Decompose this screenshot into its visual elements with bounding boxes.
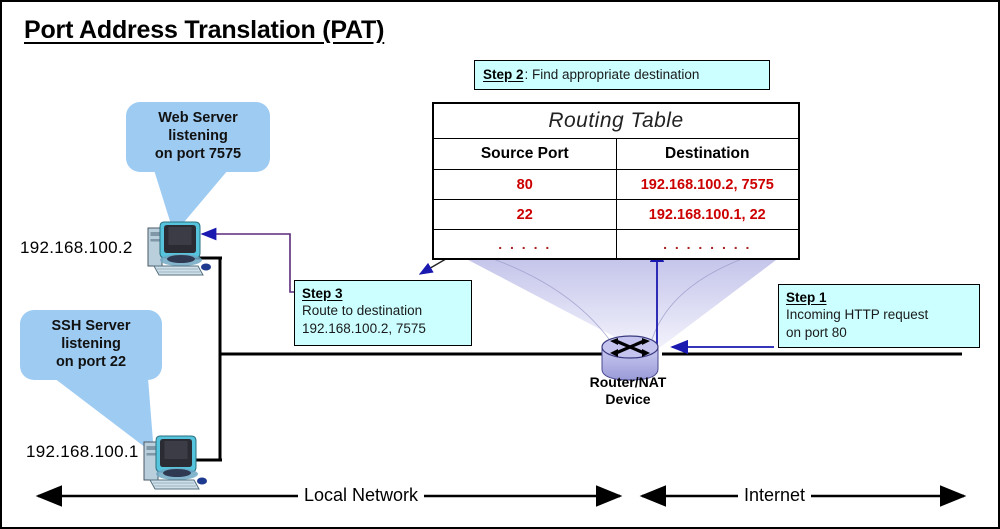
step-2-text: : Find appropriate destination: [524, 67, 700, 82]
table-row: 80 192.168.100.2, 7575: [433, 169, 799, 200]
router-label-line-1: Router/NAT: [589, 374, 667, 390]
bubble-web-line-3: on port 7575: [154, 145, 242, 162]
step-2-callout[interactable]: Step 2: Find appropriate destination: [474, 60, 770, 90]
table-row: . . . . . . . . . . . . .: [433, 229, 799, 259]
bubble-web-line-1: Web Server: [158, 110, 238, 127]
column-header-destination: Destination: [615, 138, 799, 170]
zone-label-local-network: Local Network: [298, 485, 425, 506]
routing-table: Routing Table Source Port Destination 80…: [432, 102, 800, 260]
table-header-row: Source Port Destination: [433, 138, 799, 170]
speech-bubble-web-server: Web Server listening on port 7575: [126, 102, 270, 172]
zone-label-internet: Internet: [738, 485, 812, 506]
ip-label-ssh-server: 192.168.100.1: [26, 442, 139, 461]
bubble-tail-web: [154, 170, 228, 234]
computer-icon-web-server: [147, 221, 211, 276]
computer-icon-ssh-server: [143, 435, 207, 490]
table-title-row: Routing Table: [433, 103, 799, 139]
cell-source-port-2: 22: [433, 199, 617, 230]
step-2-label: Step 2: [483, 67, 524, 82]
routing-table-title: Routing Table: [433, 103, 799, 139]
page-title: Port Address Translation (PAT): [24, 16, 385, 44]
bubble-ssh-line-1: SSH Server: [51, 318, 131, 335]
cell-destination-2: 192.168.100.1, 22: [615, 199, 799, 230]
cell-source-port-1: 80: [433, 169, 617, 200]
cell-destination-1: 192.168.100.2, 7575: [615, 169, 799, 200]
step-3-label: Step 3: [302, 286, 343, 301]
ip-label-web-server: 192.168.100.2: [20, 238, 133, 257]
step-1-callout[interactable]: Step 1 Incoming HTTP request on port 80: [778, 284, 980, 348]
router-label-line-2: Device: [605, 390, 651, 407]
router-nat-label: Router/NAT Device: [568, 374, 688, 407]
bubble-web-line-2: listening: [168, 128, 228, 145]
column-header-source-port: Source Port: [433, 138, 617, 170]
cell-source-port-3: . . . . .: [433, 229, 617, 259]
step-3-line-2: 192.168.100.2, 7575: [302, 320, 426, 336]
step-1-label: Step 1: [786, 290, 827, 305]
bubble-ssh-line-3: on port 22: [55, 353, 127, 370]
speech-bubble-ssh-server: SSH Server listening on port 22: [20, 310, 162, 380]
step-3-callout[interactable]: Step 3 Route to destination 192.168.100.…: [294, 280, 472, 346]
step-3-line-1: Route to destination: [302, 303, 423, 319]
cell-destination-3: . . . . . . . .: [615, 229, 799, 259]
table-row: 22 192.168.100.1, 22: [433, 199, 799, 230]
step-1-line-1: Incoming HTTP request: [786, 307, 929, 323]
bubble-ssh-line-2: listening: [61, 336, 121, 353]
step-1-line-2: on port 80: [786, 324, 847, 340]
